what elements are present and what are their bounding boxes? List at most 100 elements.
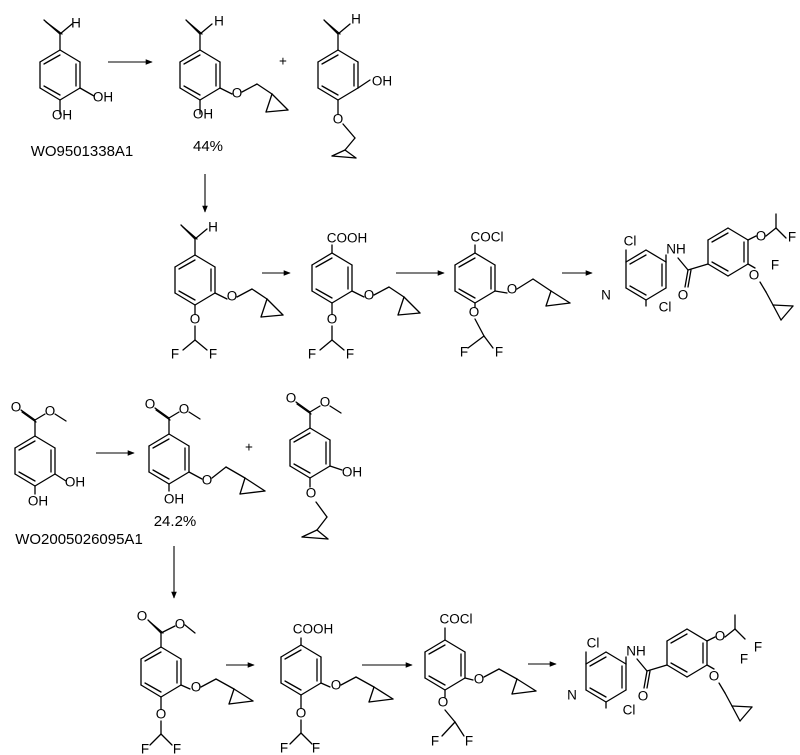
- route1-acyl-o-difluoro: O: [469, 305, 480, 320]
- bond-line: [605, 689, 627, 703]
- bond-line: [219, 87, 233, 95]
- bond-line: [309, 427, 331, 441]
- route2-acyl-f-left: F: [431, 734, 439, 749]
- bond-line: [265, 109, 289, 113]
- bond-line: [727, 227, 749, 241]
- bond-line: [140, 684, 162, 698]
- bond-line: [228, 700, 254, 705]
- bond-line: [187, 21, 203, 35]
- bond-line: [149, 733, 162, 746]
- bond-line: [684, 269, 689, 288]
- bond-line: [772, 304, 794, 307]
- route1-start-oh-para: OH: [52, 108, 72, 123]
- bond-line: [666, 664, 688, 678]
- bond-line: [516, 678, 537, 692]
- bond-line: [239, 477, 246, 495]
- bond-line: [320, 682, 331, 688]
- bond-line: [474, 318, 485, 337]
- route1-starting-material: H OH OH WO9501338A1: [31, 16, 134, 160]
- bond-line: [317, 87, 339, 101]
- bond-line: [168, 471, 190, 485]
- bond-line: [59, 87, 81, 101]
- bond-line: [300, 644, 322, 658]
- route2-carboxylic-acid: COOH O O F F: [280, 622, 394, 755]
- bond-line: [444, 709, 456, 723]
- bond-line: [199, 49, 221, 63]
- bond-line: [293, 463, 311, 474]
- bond-line: [311, 290, 333, 304]
- bond-line: [160, 646, 182, 660]
- bond-line: [532, 278, 552, 292]
- route2-start-ester-o-single: O: [45, 404, 56, 419]
- bond-line: [331, 339, 345, 351]
- bond-line: [194, 292, 216, 306]
- bond-line: [54, 413, 67, 422]
- bond-line: [329, 465, 343, 471]
- bond-line: [424, 639, 446, 653]
- bond-line: [34, 473, 56, 487]
- bond-line: [144, 651, 162, 662]
- bond-line: [34, 413, 46, 421]
- route1-monoether-product-bonds: [179, 19, 289, 115]
- route1-final-o-ether: O: [749, 268, 760, 283]
- route2-acyl-f-right: F: [465, 734, 473, 749]
- bond-line: [260, 314, 284, 318]
- route2-final-carbonyl-o: O: [638, 689, 649, 704]
- route2-difluoro-ester-o-single: O: [175, 617, 186, 632]
- bond-line: [160, 684, 182, 698]
- route2-start-oh-meta: OH: [65, 475, 85, 490]
- bond-line: [731, 705, 741, 722]
- bond-line: [54, 473, 67, 482]
- route2-final-amide-nh: NH: [626, 644, 646, 659]
- route2-final-o-difluoro: O: [715, 629, 726, 644]
- route1-byproduct-o-ether: O: [333, 112, 344, 127]
- bond-line: [424, 677, 446, 691]
- route2-monoether-product: O O O OH 24.2%: [145, 397, 266, 530]
- bond-line: [351, 290, 365, 298]
- bond-line: [645, 287, 667, 301]
- route1-final-cl-bottom: Cl: [659, 300, 672, 315]
- route1-start-aldehyde-h: H: [71, 16, 81, 31]
- bond-line: [441, 721, 456, 737]
- bond-line: [265, 93, 273, 113]
- bond-line: [194, 254, 216, 268]
- route2-regioisomer-byproduct-bonds: [289, 401, 343, 540]
- bond-line: [160, 733, 173, 746]
- route1-difluoro-aldehyde-o-difluoro: O: [190, 312, 201, 327]
- bond-line: [474, 252, 496, 266]
- route1-final-carbonyl-o: O: [678, 288, 689, 303]
- bond-line: [296, 403, 312, 415]
- route2-final-o-ether: O: [709, 669, 720, 684]
- route1-final-amide-nh: NH: [666, 242, 686, 257]
- bond-line: [687, 263, 709, 271]
- bond-line: [289, 732, 302, 745]
- bond-line: [388, 286, 405, 298]
- route2-final-product: Cl Cl N NH O O F F O: [567, 614, 762, 722]
- bond-line: [428, 644, 446, 655]
- bond-line: [148, 433, 170, 447]
- route2-byproduct-o-ether: O: [306, 486, 317, 501]
- route2-final-cl-bottom: Cl: [623, 703, 636, 718]
- bond-line: [467, 335, 485, 349]
- bond-line: [368, 698, 394, 703]
- bond-line: [516, 278, 534, 290]
- bond-line: [20, 409, 36, 421]
- bond-line: [188, 411, 201, 420]
- route1-difluoromethoxy-aldehyde-bonds: [174, 224, 284, 351]
- route1-carboxylic-acid: COOH O O F F: [308, 231, 421, 362]
- bond-line: [182, 226, 198, 240]
- route1-final-product: Cl Cl N NH O O F F O: [601, 213, 796, 321]
- route2-difluoromethoxy-ester: O O O O F F: [137, 609, 254, 755]
- bond-line: [43, 54, 61, 65]
- route2-difluoro-ester-o-difluoro: O: [156, 707, 167, 722]
- bond-line: [18, 440, 36, 451]
- route1-step1-yield: 44%: [193, 138, 223, 155]
- bond-line: [337, 23, 351, 35]
- route1-final-product-bonds: [625, 213, 794, 321]
- bond-line: [325, 21, 341, 35]
- bond-line: [301, 536, 329, 540]
- bond-line: [724, 628, 736, 638]
- bond-line: [293, 432, 311, 443]
- bond-line: [474, 290, 496, 304]
- route2-byproduct-ester-o-single: O: [320, 395, 331, 410]
